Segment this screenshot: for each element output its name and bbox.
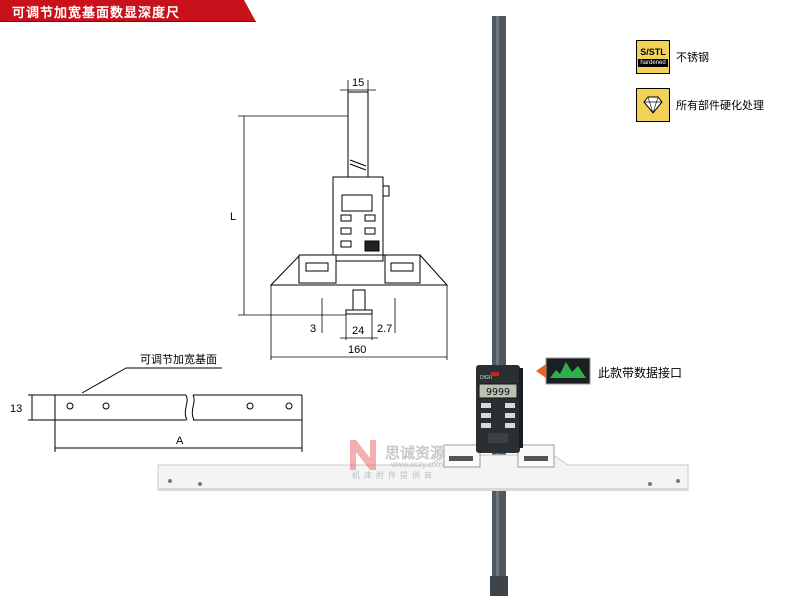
digital-head-side <box>519 368 523 448</box>
function-button <box>505 403 515 408</box>
gauge-brand: DIGIT <box>480 375 493 381</box>
hardened-label: 所有部件硬化处理 <box>676 99 764 112</box>
watermark-name: 思诚资源 <box>385 444 446 462</box>
arrow-icon <box>536 364 546 378</box>
dimension-lines-top <box>238 80 448 360</box>
function-button <box>481 403 491 408</box>
gauge-schematic <box>269 91 449 315</box>
gauge-rod-highlight <box>496 16 499 594</box>
gauge-rod-tip <box>490 576 508 596</box>
watermark-logo <box>350 440 376 470</box>
base-bar-schematic <box>28 367 303 452</box>
base-plate-edge <box>158 488 688 491</box>
dim-base-width: 160 <box>348 344 366 356</box>
title-banner-shape <box>0 0 256 22</box>
screw-icon <box>198 482 202 486</box>
function-button <box>505 413 515 418</box>
page-title: 可调节加宽基面数显深度尺 <box>12 6 181 21</box>
dim-tip-right: 2.7 <box>377 323 392 335</box>
dim-length: L <box>230 211 236 223</box>
data-interface-label: 此款带数据接口 <box>598 366 683 380</box>
speaker-grille <box>488 433 508 443</box>
left-clamp-slot <box>449 456 473 461</box>
signal-graph-icon <box>550 362 586 378</box>
screw-icon <box>648 482 652 486</box>
diamond-icon <box>636 88 670 122</box>
dim-bar-height: 13 <box>10 403 22 415</box>
screw-icon <box>168 479 172 483</box>
stainless-label: 不锈钢 <box>676 51 709 64</box>
watermark-subtitle: 机床附件提供商 <box>352 471 436 480</box>
dim-tip-left: 3 <box>310 323 316 335</box>
screw-icon <box>676 479 680 483</box>
dim-bar-length: A <box>176 435 184 447</box>
watermark-url: www.sczy.com <box>391 460 443 469</box>
logo-n-icon <box>350 440 376 470</box>
legend-hardened: 所有部件硬化处理 <box>636 88 764 122</box>
lcd-value: 9999 <box>486 387 510 398</box>
title-banner: 可调节加宽基面数显深度尺 <box>0 0 256 22</box>
function-button <box>481 423 491 428</box>
function-button <box>505 423 515 428</box>
adjustable-base-label: 可调节加宽基面 <box>140 352 217 366</box>
dim-top-width: 15 <box>352 77 364 89</box>
stainless-badge-icon: S/STL hardened <box>636 40 670 74</box>
right-clamp-slot <box>524 456 548 461</box>
legend-stainless: S/STL hardened 不锈钢 <box>636 40 709 74</box>
lcd-screen <box>478 383 518 399</box>
function-button <box>481 413 491 418</box>
depth-gauge-photo: DIGIT 9999 <box>157 16 689 596</box>
dim-tip-width: 24 <box>352 325 364 337</box>
power-button <box>491 372 499 376</box>
